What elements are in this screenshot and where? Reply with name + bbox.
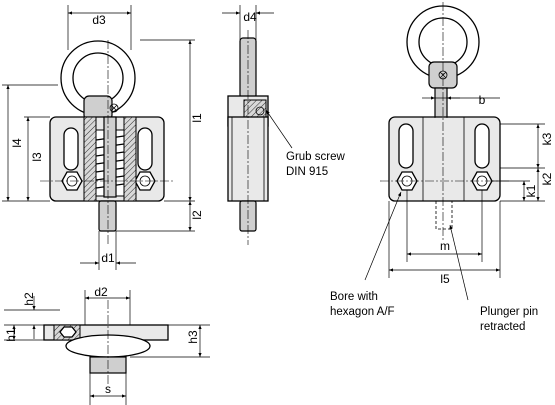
plunger-pin xyxy=(98,200,117,232)
dim-d3: d3 xyxy=(92,13,106,27)
dim-l3: l3 xyxy=(30,152,44,162)
dim-m: m xyxy=(440,239,450,253)
collar-screw xyxy=(109,103,119,113)
section-hatch-left xyxy=(83,116,97,202)
slot-right xyxy=(137,127,153,171)
dim-k1: k1 xyxy=(524,184,538,197)
plunger-note-line1: Plunger pin xyxy=(480,306,538,318)
dim-k2: k2 xyxy=(540,172,554,185)
dim-d4: d4 xyxy=(243,10,257,24)
grub-screw-line2: DIN 915 xyxy=(286,166,328,178)
bore-note-line2: hexagon A/F xyxy=(330,306,395,318)
top-view: h2 h1 d2 h3 s xyxy=(4,285,210,405)
grub-screw-line1: Grub screw xyxy=(286,151,345,163)
section-hatch-right xyxy=(123,116,137,202)
plunger-pin-retracted-hidden xyxy=(435,200,453,230)
plunger-rod xyxy=(103,116,117,198)
dim-l4: l4 xyxy=(10,138,24,148)
dim-l2: l2 xyxy=(190,210,204,220)
dim-h3: h3 xyxy=(186,330,200,344)
dim-d1: d1 xyxy=(101,251,115,265)
right-slot-right xyxy=(474,123,490,169)
plunger-note-line2: retracted xyxy=(480,321,525,333)
dim-b: b xyxy=(479,93,486,107)
dim-l1: l1 xyxy=(190,113,204,123)
dim-k3: k3 xyxy=(540,132,554,145)
side-view: d4 Grub screw DIN 915 xyxy=(222,5,345,245)
dim-l5: l5 xyxy=(440,272,450,286)
right-slot-left xyxy=(398,123,414,169)
right-plunger-rod xyxy=(434,87,448,119)
dim-s: s xyxy=(105,382,111,396)
front-view: d3 l4 l3 l1 l2 d1 xyxy=(2,5,204,270)
slot-left xyxy=(63,127,79,171)
bore-note-line1: Bore with xyxy=(330,291,378,303)
right-view: b k3 k2 k1 m l5 Bore with hexagon A/F Pl… xyxy=(330,2,554,333)
dim-d2: d2 xyxy=(94,285,108,299)
dim-h1: h1 xyxy=(4,328,18,342)
dim-h2: h2 xyxy=(22,292,36,306)
